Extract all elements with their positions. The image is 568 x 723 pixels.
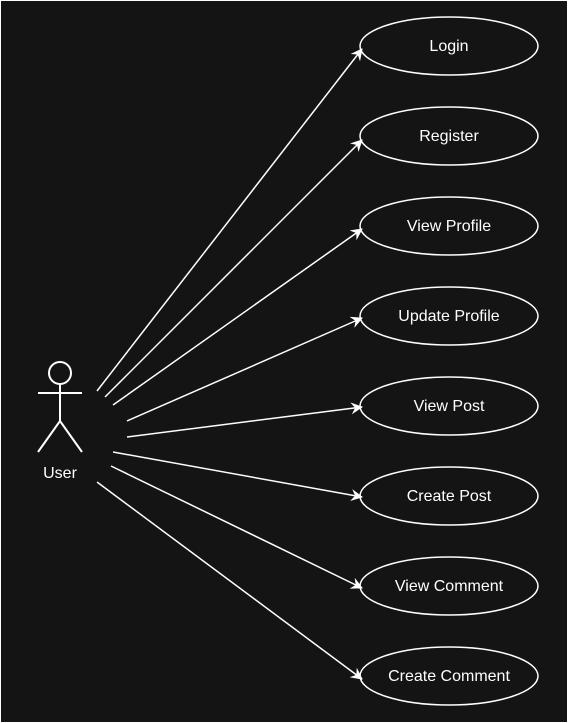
use-case-ellipse [359, 556, 539, 616]
actor-user: User [37, 361, 83, 482]
use-case-ellipse [359, 106, 539, 166]
use-case-ellipse [359, 376, 539, 436]
association-login [96, 48, 363, 392]
use-case-label: Login [429, 38, 468, 55]
use-case-label: View Comment [395, 578, 504, 595]
associations [96, 48, 363, 680]
use-case-register: Register [359, 106, 539, 166]
use-case-label: Register [419, 128, 479, 145]
association-create-comment [96, 481, 363, 680]
association-register [104, 139, 363, 398]
use-case-ellipse [359, 196, 539, 256]
use-case-label: Update Profile [398, 308, 499, 325]
use-case-view-comment: View Comment [359, 556, 539, 616]
use-case-ellipse [359, 646, 539, 706]
use-case-ellipse [359, 466, 539, 526]
use-case-ellipse [359, 286, 539, 346]
use-case-ellipse [359, 16, 539, 76]
use-case-label: View Post [414, 398, 485, 415]
actor-label: User [43, 465, 77, 482]
use-case-view-profile: View Profile [359, 196, 539, 256]
actor-head [48, 361, 72, 385]
association-view-comment [110, 465, 363, 589]
association-create-post [112, 451, 363, 501]
association-view-post [126, 402, 363, 438]
use-case-view-post: View Post [359, 376, 539, 436]
use-case-update-profile: Update Profile [359, 286, 539, 346]
association-view-profile [112, 228, 363, 406]
actor-left-leg [37, 420, 61, 453]
use-case-label: View Profile [407, 218, 491, 235]
use-case-label: Create Post [407, 488, 492, 505]
use-case-login: Login [359, 16, 539, 76]
actor-right-leg [59, 420, 83, 453]
use-case-create-post: Create Post [359, 466, 539, 526]
use-case-label: Create Comment [388, 668, 510, 685]
use-case-create-comment: Create Comment [359, 646, 539, 706]
association-update-profile [126, 316, 363, 422]
